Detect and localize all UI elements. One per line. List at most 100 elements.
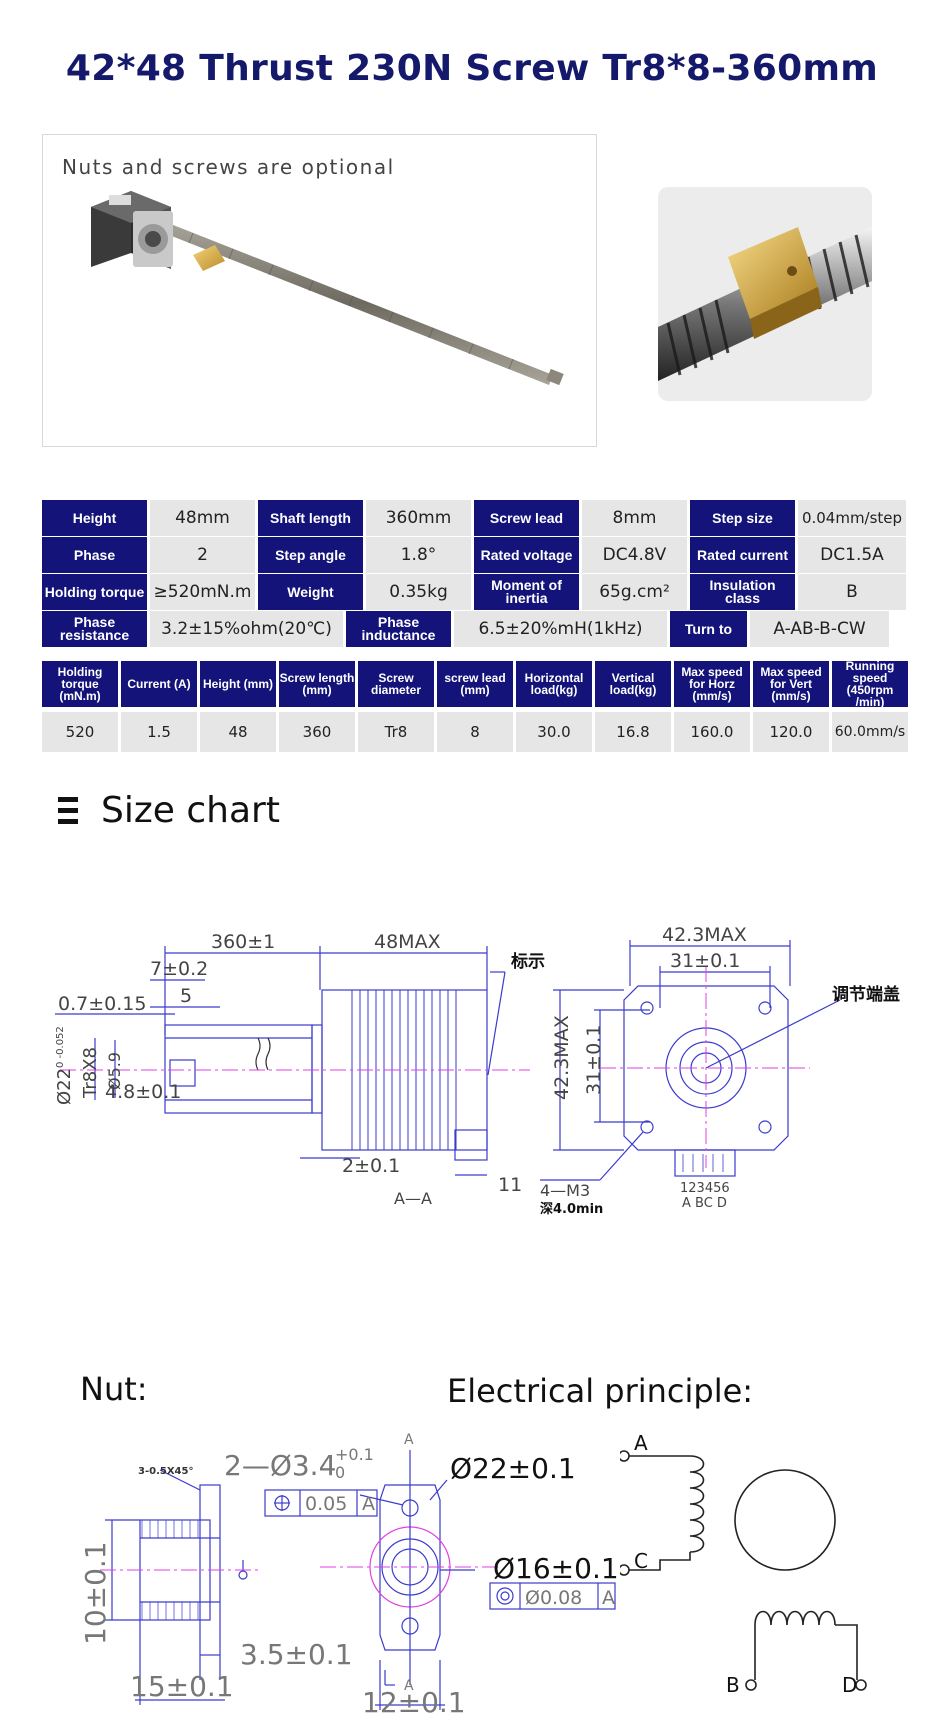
perf-value-max-speed-horz: 160.0 (674, 712, 750, 752)
perf-value-screw-lead: 8 (437, 712, 513, 752)
spec-row-2: Phase 2 Step angle 1.8° Rated voltage DC… (42, 537, 909, 573)
spec-row-1: Height 48mm Shaft length 360mm Screw lea… (42, 500, 909, 536)
size-chart-heading: Size chart (101, 790, 280, 831)
label-adjust-cap: 调节端盖 (832, 984, 900, 1005)
dim-10-nut: 10±0.1 (79, 1541, 112, 1645)
size-chart-drawing: 360±1 48MAX 7±0.2 5 0.7±0.15 4.8±0.1 2±0… (54, 924, 900, 1217)
connector-pins: 123456 (680, 1181, 730, 1196)
electrical-drawing: A C B D (620, 1431, 867, 1697)
perf-value-horizontal-load: 30.0 (516, 712, 592, 752)
dim-423-top: 42.3MAX (662, 924, 747, 946)
dim-360: 360±1 (211, 931, 275, 953)
spec-value-phase: 2 (150, 537, 255, 573)
spec-value-holding-torque: ≥520mN.m (150, 574, 255, 610)
spec-value-rated-voltage: DC4.8V (582, 537, 687, 573)
dim-11: 11 (498, 1174, 522, 1196)
concentric-tol: Ø0.08 (525, 1587, 582, 1609)
dim-5: 5 (180, 985, 192, 1007)
dim-22-nut: Ø22±0.1 (450, 1452, 576, 1485)
spec-row-3: Holding torque ≥520mN.m Weight 0.35kg Mo… (42, 574, 909, 610)
spec-label-phase: Phase (42, 537, 147, 573)
perf-value-height: 48 (200, 712, 276, 752)
label-depth: 深4.0min (540, 1201, 603, 1217)
dim-07: 0.7±0.15 (58, 993, 146, 1015)
page-title: 42*48 Thrust 230N Screw Tr8*8-360mm (65, 48, 879, 89)
spec-label-height: Height (42, 500, 147, 536)
perf-value-holding-torque: 520 (42, 712, 118, 752)
spec-value-phase-resistance: 3.2±15%ohm(20℃) (150, 611, 343, 647)
perf-value-screw-length: 360 (279, 712, 355, 752)
spec-value-step-size: 0.04mm/step (798, 500, 906, 536)
spec-value-turn-to: A-AB-B-CW (750, 611, 889, 647)
list-icon (58, 797, 78, 825)
spec-label-turn-to: Turn to (670, 611, 747, 647)
spec-label-shaft-length: Shaft length (258, 500, 363, 536)
spec-label-screw-lead: Screw lead (474, 500, 579, 536)
terminal-b: B (726, 1673, 740, 1697)
dim-35-nut: 3.5±0.1 (240, 1638, 353, 1671)
spec-value-rated-current: DC1.5A (798, 537, 906, 573)
dim-48: 4.8±0.1 (105, 1081, 181, 1103)
holes-tol-zero: 0 (335, 1463, 345, 1482)
spec-value-insulation-class: B (798, 574, 906, 610)
spec-label-phase-resistance: Phase resistance (42, 611, 147, 647)
spec-value-shaft-length: 360mm (366, 500, 471, 536)
dim-48max: 48MAX (374, 931, 441, 953)
dim-423-left: 42.3MAX (551, 1015, 573, 1100)
spec-label-holding-torque: Holding torque (42, 574, 147, 610)
perf-header-vertical-load: Vertical load(kg) (595, 661, 671, 707)
spec-row-4: Phase resistance 3.2±15%ohm(20℃) Phase i… (42, 611, 892, 647)
terminal-d: D (842, 1673, 857, 1697)
dim-tr8: Tr8X8 (80, 1047, 101, 1099)
perf-value-max-speed-vert: 120.0 (753, 712, 829, 752)
spec-label-phase-inductance: Phase inductance (346, 611, 451, 647)
dim-31-left: 31±0.1 (583, 1025, 605, 1095)
nut-closeup-image (658, 187, 872, 401)
datum-a-2: A (602, 1587, 615, 1609)
label-holes: 4—M3 (540, 1181, 590, 1200)
dim-31-top: 31±0.1 (670, 950, 740, 972)
terminal-c: C (634, 1549, 648, 1573)
section-a-bottom: A (404, 1678, 414, 1694)
product-image-panel: Nuts and screws are optional (42, 134, 597, 447)
spec-value-height: 48mm (150, 500, 255, 536)
perf-header-max-speed-vert: Max speed for Vert (mm/s) (753, 661, 829, 707)
datum-a: A (362, 1493, 375, 1515)
perf-value-screw-diameter: Tr8 (358, 712, 434, 752)
motor-screw-image (91, 191, 564, 386)
spec-value-weight: 0.35kg (366, 574, 471, 610)
perf-header-running-speed: Running speed (450rpm /min) (832, 660, 908, 708)
holes-tol-plus: +0.1 (335, 1445, 374, 1464)
perf-header-current: Current (A) (121, 661, 197, 707)
terminal-a: A (634, 1431, 648, 1455)
spec-label-insulation-class: Insulation class (690, 574, 795, 610)
section-label: A—A (394, 1189, 432, 1208)
section-a-top: A (404, 1432, 414, 1448)
dim-22-tol: 0 -0.052 (55, 1026, 66, 1068)
perf-header-screw-lead: screw lead (mm) (437, 661, 513, 707)
chamfer-label: 3-0.5X45° (138, 1466, 193, 1477)
position-tol: 0.05 (305, 1493, 347, 1515)
spec-label-rated-voltage: Rated voltage (474, 537, 579, 573)
perf-value-vertical-load: 16.8 (595, 712, 671, 752)
spec-label-step-angle: Step angle (258, 537, 363, 573)
dim-22: Ø22 (54, 1068, 75, 1105)
perf-table-header: Holding torque (mN.m) Current (A) Height… (42, 660, 908, 708)
perf-header-screw-length: Screw length (mm) (279, 661, 355, 707)
spec-label-moment-of-inertia: Moment of inertia (474, 574, 579, 610)
spec-label-weight: Weight (258, 574, 363, 610)
spec-label-rated-current: Rated current (690, 537, 795, 573)
holes-label: 2—Ø3.4 (224, 1449, 336, 1482)
spec-value-step-angle: 1.8° (366, 537, 471, 573)
product-caption: Nuts and screws are optional (62, 155, 395, 179)
perf-header-height: Height (mm) (200, 661, 276, 707)
spec-value-moment-of-inertia: 65g.cm² (582, 574, 687, 610)
dim-7: 7±0.2 (150, 958, 208, 980)
perf-value-current: 1.5 (121, 712, 197, 752)
connector-letters: A BC D (682, 1196, 727, 1211)
spec-label-step-size: Step size (690, 500, 795, 536)
nut-drawing: 3-0.5X45° 2—Ø3.4 +0.1 0 0.05 A Ø22±0.1 Ø… (79, 1432, 619, 1719)
label-mark: 标示 (511, 951, 545, 972)
dim-16-nut: Ø16±0.1 (493, 1552, 619, 1585)
perf-header-horizontal-load: Horizontal load(kg) (516, 661, 592, 707)
